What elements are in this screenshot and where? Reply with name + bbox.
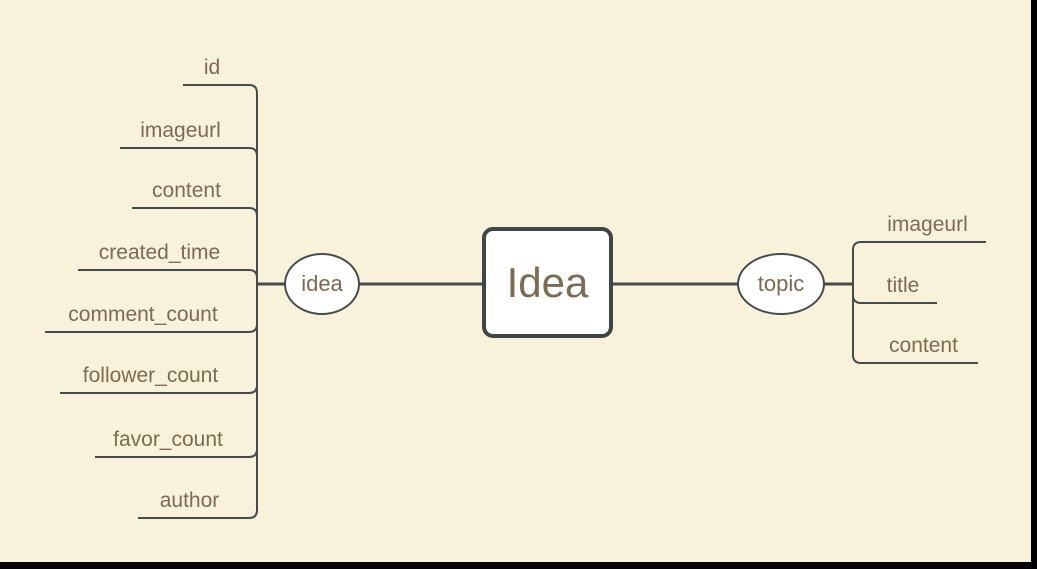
branch-node-idea-label: idea xyxy=(301,271,343,296)
leaf-node-content-left[interactable]: content xyxy=(152,179,221,202)
root-node[interactable]: Idea xyxy=(482,227,613,338)
leaf-node-id[interactable]: id xyxy=(203,56,221,79)
leaf-node-title[interactable]: title xyxy=(886,274,920,297)
edge-leaf-content-right xyxy=(852,284,978,364)
edge-leaf-created-time xyxy=(78,269,258,284)
leaf-node-favor-count[interactable]: favor_count xyxy=(113,428,223,451)
leaf-node-author[interactable]: author xyxy=(159,489,220,512)
leaf-node-imageurl-left[interactable]: imageurl xyxy=(140,119,221,142)
window-edge-bottom xyxy=(0,562,1037,569)
branch-node-topic-label: topic xyxy=(757,271,805,296)
edge-leaf-imageurl-left xyxy=(120,147,258,284)
root-node-label: Idea xyxy=(506,258,589,306)
edge-leaf-content-left xyxy=(132,207,258,284)
branch-node-idea[interactable]: idea xyxy=(284,253,360,315)
leaf-node-created-time[interactable]: created_time xyxy=(98,241,221,264)
leaf-node-follower-count[interactable]: follower_count xyxy=(82,364,219,387)
edge-leaf-author xyxy=(138,284,258,519)
edge-leaf-id xyxy=(183,84,258,284)
leaf-node-comment-count[interactable]: comment_count xyxy=(68,303,218,326)
leaf-node-content-right[interactable]: content xyxy=(889,334,958,357)
window-edge-right xyxy=(1031,0,1037,569)
edge-leaf-imageurl-right xyxy=(852,241,986,284)
leaf-node-imageurl-right[interactable]: imageurl xyxy=(887,213,968,236)
branch-node-topic[interactable]: topic xyxy=(737,253,825,315)
